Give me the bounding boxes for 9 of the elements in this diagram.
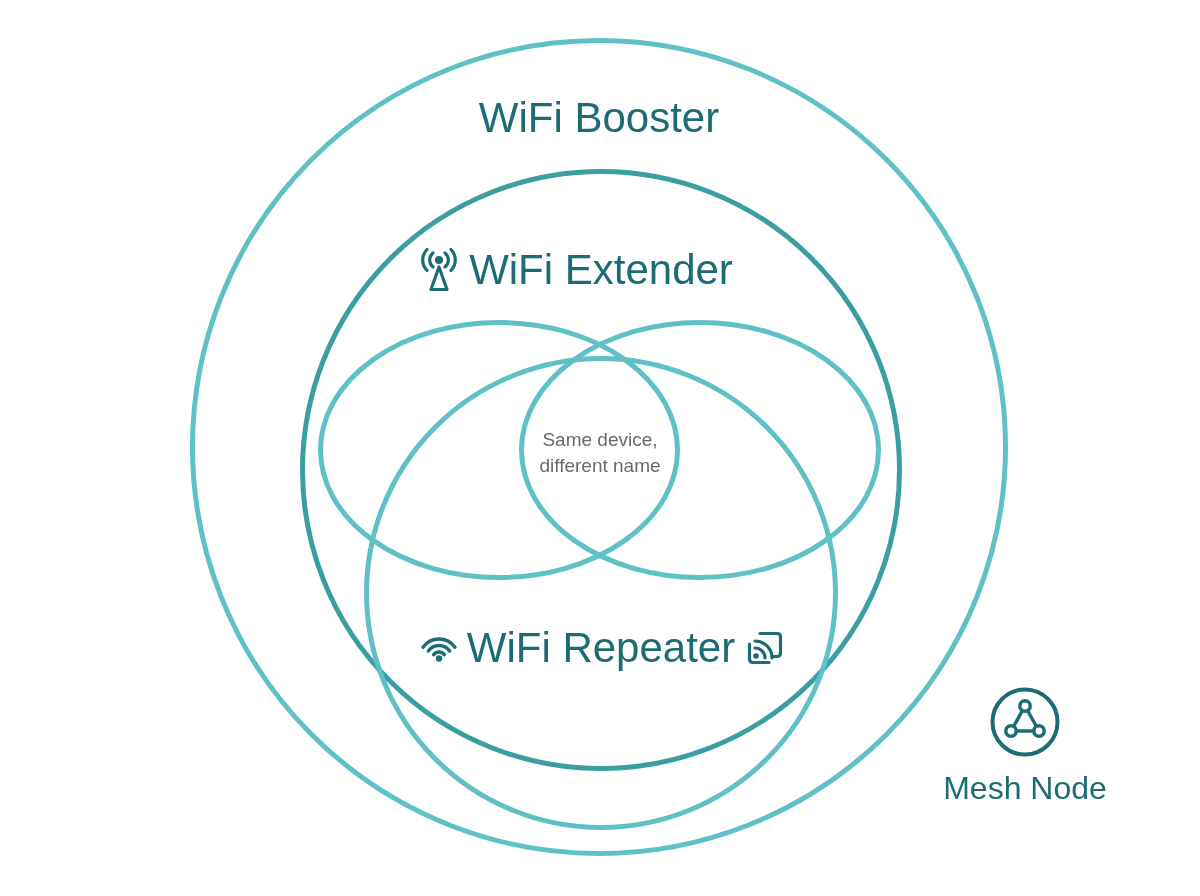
venn-circle: [300, 169, 902, 771]
venn-circle: [364, 356, 838, 830]
node-label: WiFi Booster: [478, 93, 720, 143]
ellipse-outline: [318, 320, 680, 580]
ellipse-outline: [519, 320, 881, 580]
node-type-label: Mesh Node: [942, 769, 1108, 807]
node-label: WiFi Repeater: [466, 623, 736, 673]
node-label: WiFi Extender: [469, 245, 733, 295]
overlap-note: Same device, different name: [538, 428, 662, 478]
